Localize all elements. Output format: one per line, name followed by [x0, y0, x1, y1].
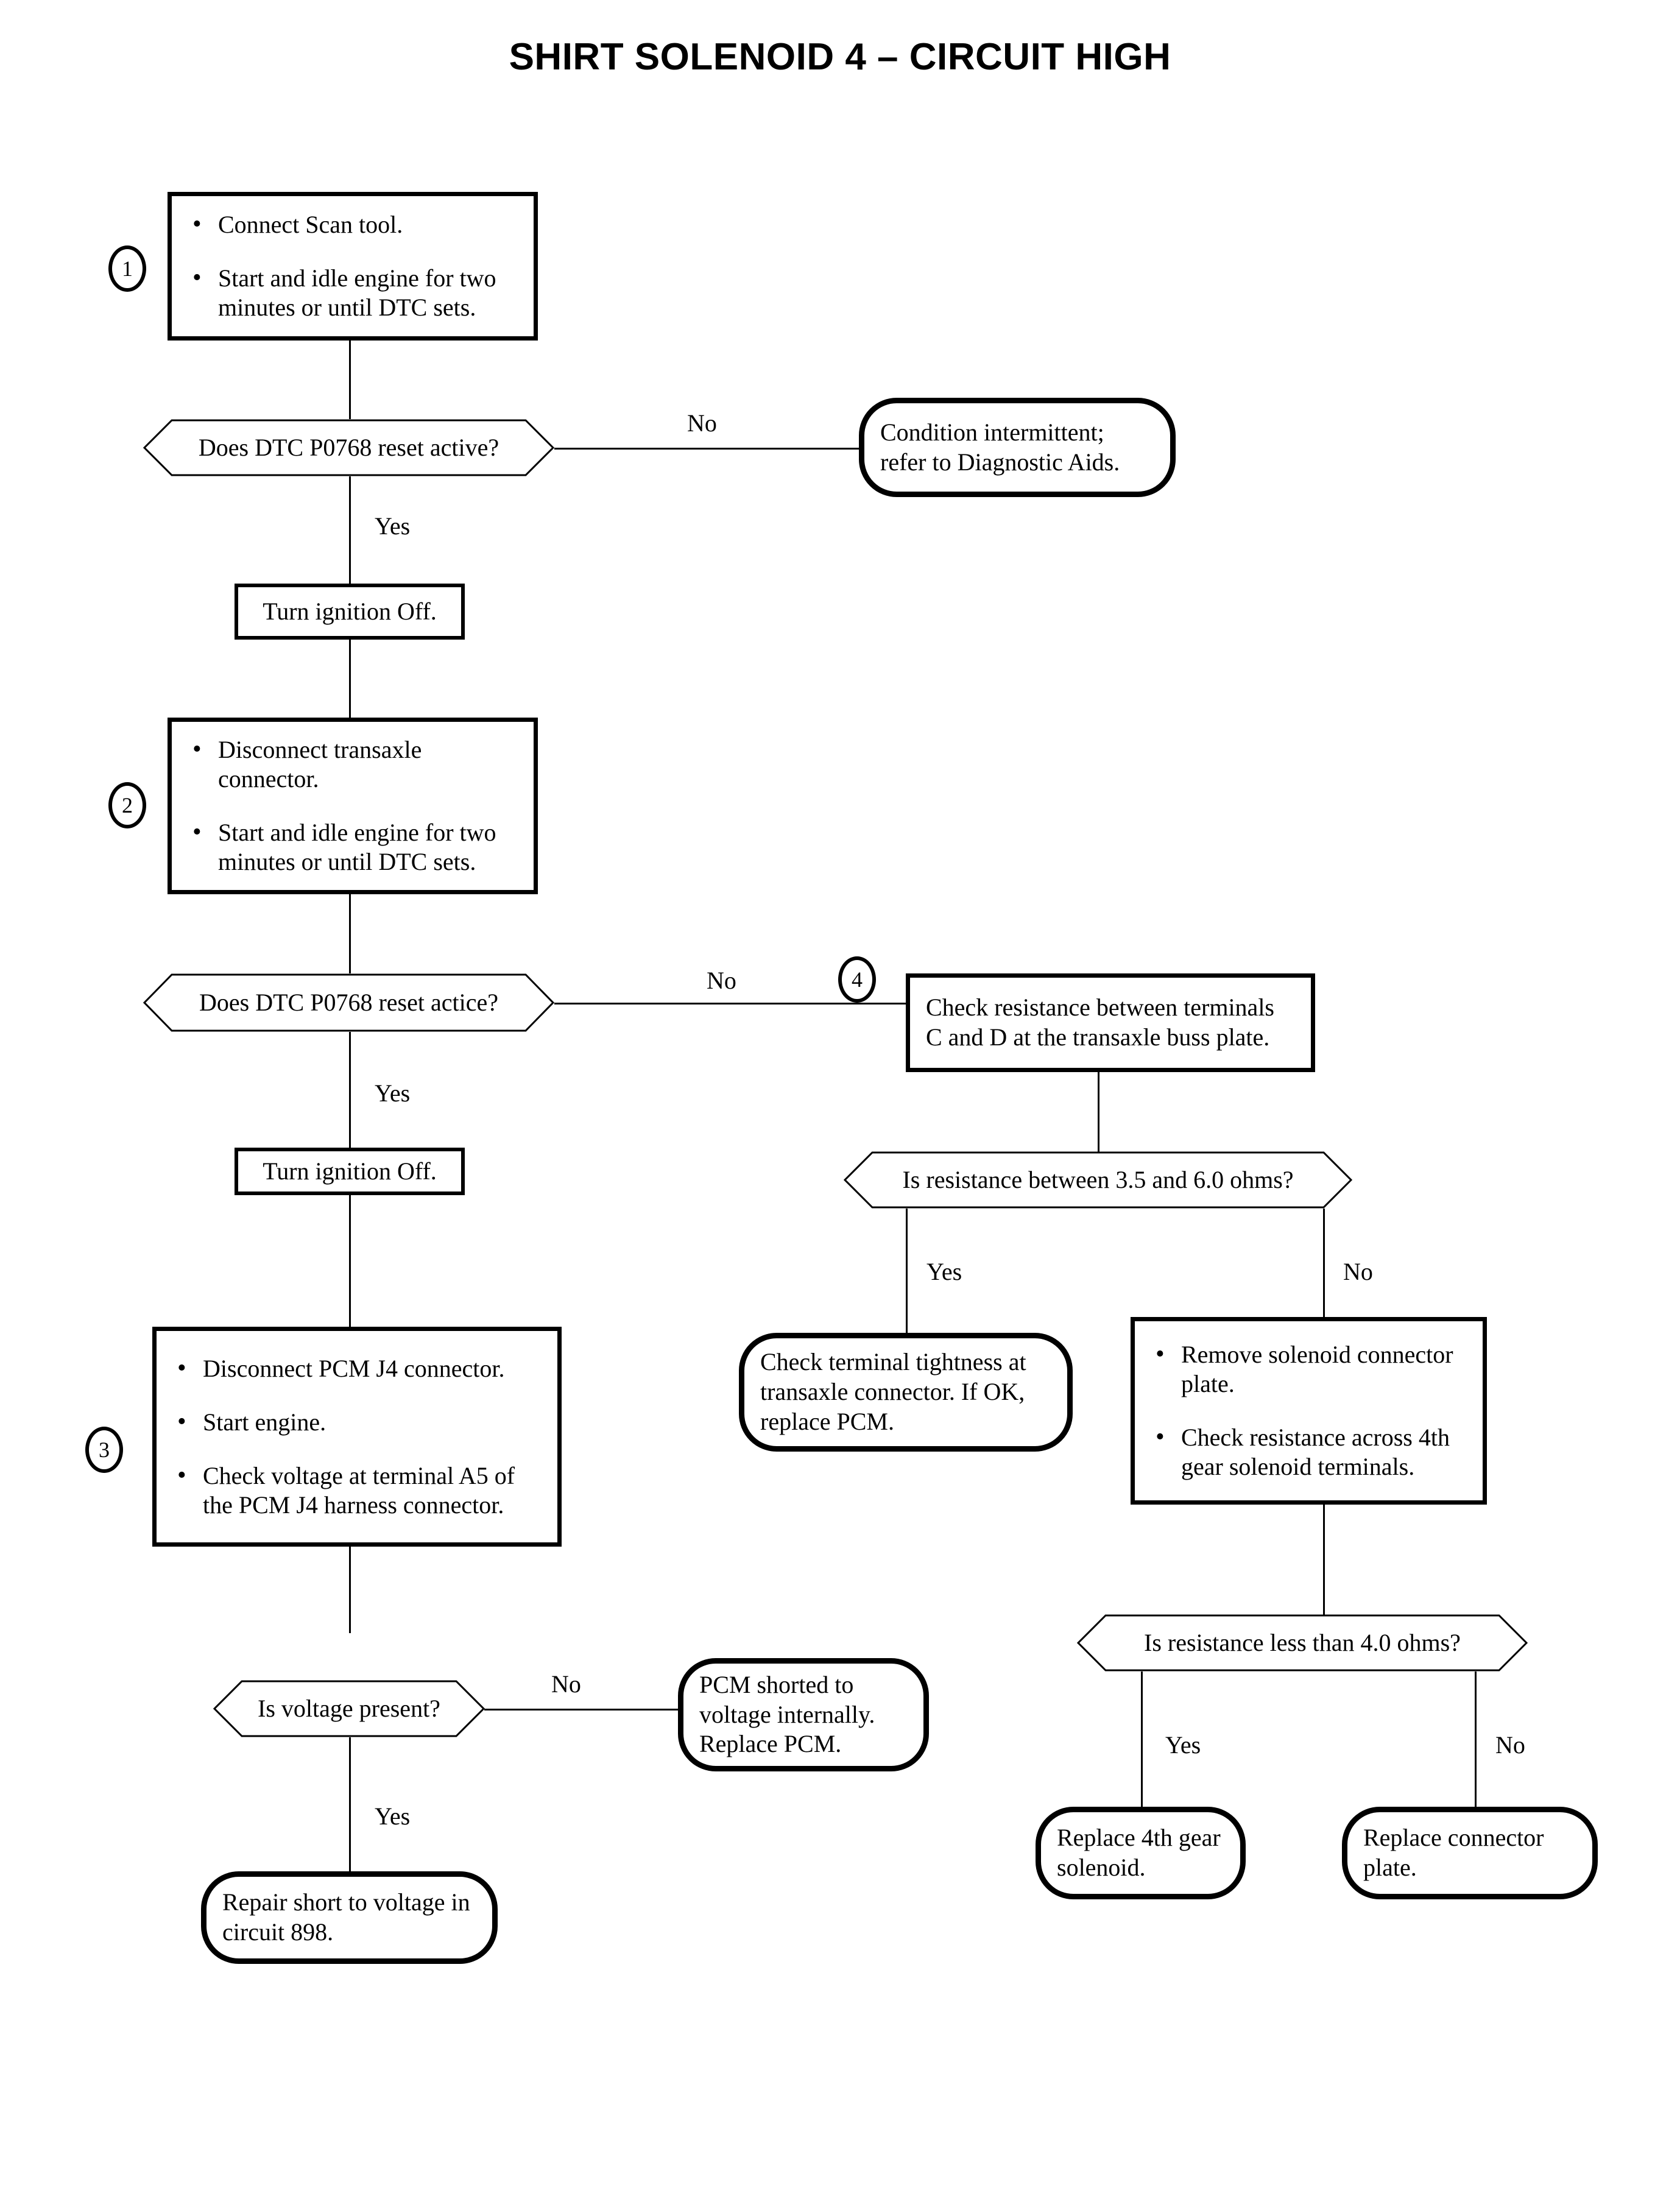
branch-label-decision3-yes: Yes [926, 1258, 962, 1285]
check-terminal-tightness-text: Check terminal tightness at transaxle co… [760, 1348, 1026, 1435]
list-item: Connect Scan tool. [192, 209, 523, 239]
list-item: Start and idle engine for two minutes or… [192, 263, 523, 322]
node-turn-ignition-off-1: Turn ignition Off. [235, 584, 465, 640]
connector-ignitionoff2-to-step3 [349, 1195, 351, 1327]
node-step2: Disconnect transaxle connector. Start an… [168, 718, 538, 894]
step4-text: Check resistance between terminals C and… [926, 994, 1274, 1051]
node-repair-short: Repair short to voltage in circuit 898. [201, 1871, 498, 1964]
hexagon-shape [1077, 1614, 1528, 1672]
page-title: SHIRT SOLENOID 4 – CIRCUIT HIGH [509, 36, 1171, 78]
node-replace-solenoid: Replace 4th gear solenoid. [1036, 1807, 1246, 1899]
node-pcm-shorted: PCM shorted to voltage internally. Repla… [678, 1658, 929, 1771]
condition-intermittent-text: Condition intermittent; refer to Diagnos… [880, 418, 1120, 476]
replace-solenoid-text: Replace 4th gear solenoid. [1057, 1824, 1221, 1881]
branch-label-decision2-yes: Yes [375, 1079, 411, 1107]
node-decision1: Does DTC P0768 reset active? [143, 419, 554, 476]
node-step3: Disconnect PCM J4 connector. Start engin… [152, 1327, 562, 1547]
branch-label-decision1-no: No [687, 409, 717, 437]
list-item: Check voltage at terminal A5 of the PCM … [177, 1460, 546, 1520]
node-turn-ignition-off-2: Turn ignition Off. [235, 1148, 465, 1195]
replace-plate-text: Replace connector plate. [1363, 1824, 1544, 1881]
branch-label-decision3-no: No [1343, 1258, 1373, 1285]
node-condition-intermittent: Condition intermittent; refer to Diagnos… [859, 398, 1176, 497]
connector-step4-to-decision3 [1098, 1072, 1099, 1165]
connector-decision5-no [1475, 1672, 1477, 1807]
branch-label-decision1-yes: Yes [375, 512, 411, 540]
decision4-label: Is voltage present? [258, 1695, 440, 1722]
hexagon-shape [143, 973, 554, 1032]
branch-label-decision5-no: No [1495, 1731, 1525, 1759]
step2-bullet-list: Disconnect transaxle connector. Start an… [172, 734, 534, 877]
decision2-label: Does DTC P0768 reset actice? [199, 989, 498, 1016]
decision5-label: Is resistance less than 4.0 ohms? [1144, 1629, 1461, 1656]
step-number-1-label: 1 [122, 256, 133, 281]
pcm-shorted-text: PCM shorted to voltage internally. Repla… [699, 1670, 875, 1758]
hexagon-shape [143, 419, 554, 476]
turn-ignition-off-1-text: Turn ignition Off. [263, 597, 437, 625]
connector-decision3-no [1323, 1209, 1325, 1317]
list-item: Disconnect transaxle connector. [192, 734, 523, 794]
step-number-2-label: 2 [122, 793, 133, 817]
repair-short-text: Repair short to voltage in circuit 898. [222, 1888, 470, 1946]
turn-ignition-off-2-text: Turn ignition Off. [263, 1157, 437, 1185]
node-replace-plate: Replace connector plate. [1342, 1807, 1598, 1899]
step-number-1: 1 [108, 245, 146, 292]
step-number-2: 2 [108, 782, 146, 828]
list-item: Start engine. [177, 1407, 546, 1437]
connector-removesolenoid-to-decision5 [1323, 1505, 1325, 1626]
connector-decision2-no [554, 1003, 908, 1004]
hexagon-shape [844, 1151, 1352, 1209]
step1-bullet-list: Connect Scan tool. Start and idle engine… [172, 209, 534, 322]
list-item: Start and idle engine for two minutes or… [192, 817, 523, 877]
step-number-3: 3 [85, 1427, 123, 1473]
decision1-label: Does DTC P0768 reset active? [198, 434, 499, 461]
connector-decision2-yes [349, 1032, 351, 1148]
node-decision4: Is voltage present? [213, 1680, 485, 1737]
connector-decision4-no [484, 1709, 679, 1710]
step-number-4-label: 4 [852, 967, 863, 992]
branch-label-decision4-yes: Yes [375, 1802, 411, 1830]
branch-label-decision2-no: No [707, 967, 736, 994]
list-item: Disconnect PCM J4 connector. [177, 1353, 546, 1383]
branch-label-decision4-no: No [551, 1670, 581, 1698]
node-step1: Connect Scan tool. Start and idle engine… [168, 192, 538, 341]
connector-decision1-yes [349, 476, 351, 584]
connector-step3-to-decision4 [349, 1547, 351, 1633]
node-decision5: Is resistance less than 4.0 ohms? [1077, 1614, 1528, 1672]
step-number-4: 4 [838, 956, 876, 1003]
list-item: Remove solenoid connector plate. [1156, 1339, 1472, 1399]
step3-bullet-list: Disconnect PCM J4 connector. Start engin… [157, 1353, 557, 1520]
node-decision3: Is resistance between 3.5 and 6.0 ohms? [844, 1151, 1352, 1209]
connector-decision5-yes [1141, 1672, 1143, 1807]
node-step4: Check resistance between terminals C and… [906, 973, 1315, 1072]
node-remove-solenoid: Remove solenoid connector plate. Check r… [1131, 1317, 1487, 1505]
step-number-3-label: 3 [99, 1438, 110, 1462]
connector-ignitionoff1-to-step2 [349, 640, 351, 718]
node-check-terminal-tightness: Check terminal tightness at transaxle co… [739, 1333, 1073, 1452]
hexagon-shape [213, 1680, 485, 1737]
connector-decision4-yes [349, 1737, 351, 1871]
connector-decision1-no [554, 448, 859, 450]
connector-step2-to-decision2 [349, 894, 351, 973]
remove-solenoid-bullet-list: Remove solenoid connector plate. Check r… [1135, 1339, 1483, 1481]
node-decision2: Does DTC P0768 reset actice? [143, 973, 554, 1032]
connector-step1-to-decision1 [349, 341, 351, 419]
decision3-label: Is resistance between 3.5 and 6.0 ohms? [902, 1166, 1294, 1193]
branch-label-decision5-yes: Yes [1165, 1731, 1201, 1759]
connector-decision3-yes [906, 1209, 908, 1333]
list-item: Check resistance across 4th gear solenoi… [1156, 1422, 1472, 1481]
